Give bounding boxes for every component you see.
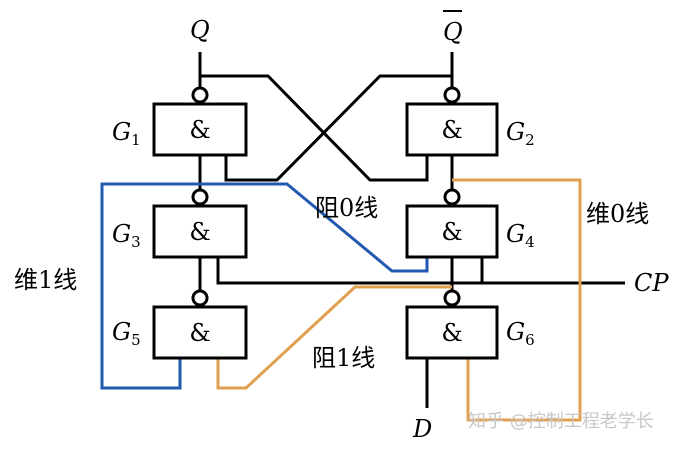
gate-box: [152, 102, 248, 157]
qbar-to-g1-wire: [224, 74, 452, 182]
inverter-bubble: [443, 188, 461, 206]
block1-label: 阻1线: [312, 344, 375, 372]
gate-box: [405, 102, 499, 157]
and-symbol: &: [189, 218, 210, 246]
gate-g5: &: [152, 289, 248, 360]
gate-box: [152, 204, 248, 259]
cp-wire: [216, 257, 625, 285]
gate-box: [405, 305, 499, 360]
inverter-bubble: [191, 86, 209, 104]
gate-box: [152, 305, 248, 360]
gate-g4: &: [405, 188, 499, 259]
black-wires: [198, 52, 625, 408]
gate-g3: &: [152, 188, 248, 259]
maintain0-label: 维0线: [586, 200, 649, 228]
maintain0-line: [452, 178, 582, 422]
cp-label: CP: [634, 269, 669, 297]
gate-g6: &: [405, 289, 499, 360]
label-g6: G6: [506, 318, 535, 349]
and-symbol: &: [189, 319, 210, 347]
and-symbol: &: [441, 116, 462, 144]
q-to-g2-wire: [200, 74, 429, 182]
inverter-bubble: [191, 289, 209, 307]
gate-box: [405, 204, 499, 259]
qbar-label: Q: [443, 18, 463, 46]
d-label: D: [412, 415, 432, 443]
block0-label: 阻0线: [315, 194, 378, 222]
label-g3: G3: [112, 220, 141, 251]
label-g5: G5: [112, 318, 141, 349]
gate-g2: &: [405, 86, 499, 157]
gate-g1: &: [152, 86, 248, 157]
inverter-bubble: [443, 289, 461, 307]
label-g2: G2: [506, 118, 535, 149]
and-symbol: &: [441, 319, 462, 347]
inverter-bubble: [191, 188, 209, 206]
block1-line: [216, 285, 452, 390]
label-g1: G1: [112, 118, 141, 149]
and-symbol: &: [189, 116, 210, 144]
q-label: Q: [190, 16, 210, 44]
inverter-bubble: [443, 86, 461, 104]
label-g4: G4: [506, 220, 535, 251]
and-symbol: &: [441, 218, 462, 246]
maintain1-block0-line: [100, 182, 429, 390]
maintain1-label: 维1线: [14, 266, 77, 294]
watermark: 知乎 @控制工程老学长: [468, 411, 654, 432]
